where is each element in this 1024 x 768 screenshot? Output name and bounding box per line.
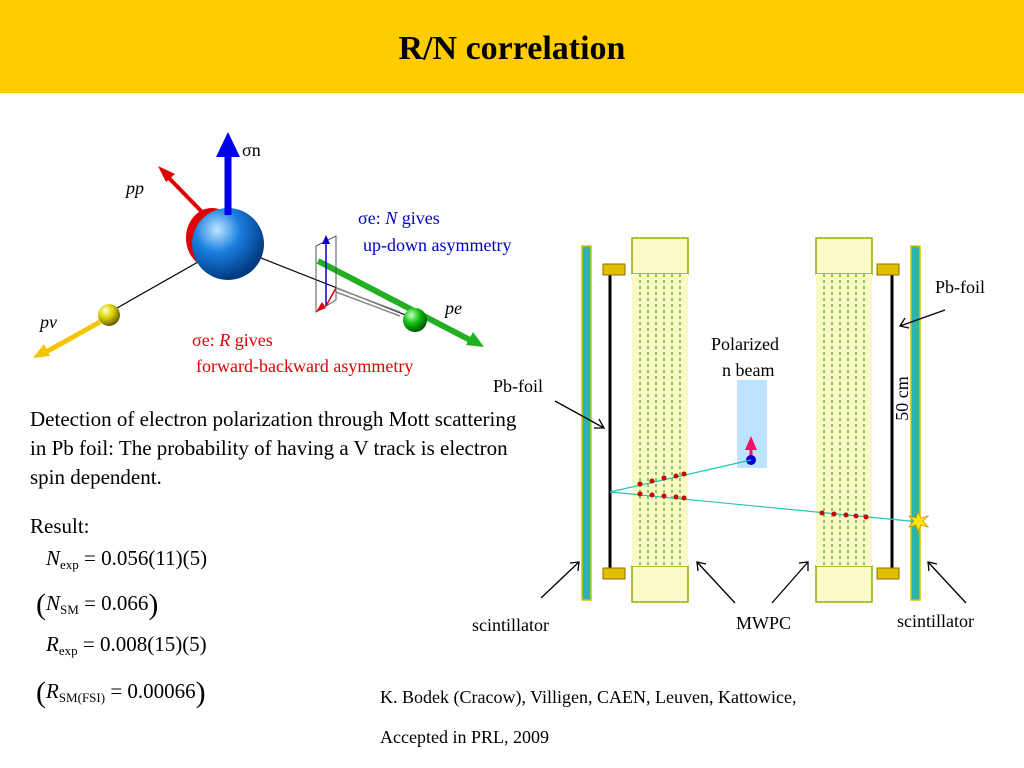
forward-backward-asymmetry-label: forward-backward asymmetry bbox=[196, 356, 414, 376]
proton-arrow bbox=[158, 166, 207, 217]
pb-foil-left bbox=[602, 263, 626, 580]
pointer-arrows bbox=[540, 309, 967, 604]
beam-label-line2: n beam bbox=[722, 360, 775, 380]
electron-arrow bbox=[316, 258, 484, 347]
neutrino-arrow bbox=[33, 319, 102, 358]
reference-line1: K. Bodek (Cracow), Villigen, CAEN, Leuve… bbox=[380, 687, 797, 707]
reference-line2: Accepted in PRL, 2009 bbox=[380, 727, 549, 747]
up-down-asymmetry-label: up-down asymmetry bbox=[363, 235, 512, 255]
description-text: Detection of electron polarization throu… bbox=[30, 407, 517, 489]
equation-r-sm: (RSM(FSI) = 0.00066) bbox=[36, 676, 206, 709]
p-e-label: pe bbox=[445, 298, 462, 318]
mwpc-right bbox=[815, 237, 873, 603]
mwpc-label: MWPC bbox=[736, 613, 792, 633]
dimension-label: 50 cm bbox=[891, 376, 912, 421]
equation-n-exp: Nexp = 0.056(11)(5) bbox=[46, 546, 208, 572]
scintillator-right-label: scintillator bbox=[897, 611, 974, 631]
scintillator-left-label: scintillator bbox=[472, 615, 549, 635]
pb-foil-left-label: Pb-foil bbox=[493, 376, 544, 396]
sigma-e-n-label: σe: N gives bbox=[358, 208, 440, 228]
scintillator-left bbox=[581, 245, 592, 601]
pb-foil-right-label: Pb-foil bbox=[935, 277, 986, 297]
sigma-n-label: σn bbox=[242, 140, 261, 160]
sigma-n-arrow bbox=[216, 132, 240, 215]
neutrino-sphere bbox=[98, 304, 120, 326]
slide-title: R/N correlation bbox=[398, 30, 626, 67]
title-bar bbox=[0, 0, 1024, 93]
neutron-beam bbox=[737, 380, 767, 468]
hit-dots bbox=[637, 471, 869, 520]
polarization-plane bbox=[315, 235, 401, 317]
neutron-sphere bbox=[192, 208, 264, 280]
p-nu-label: pν bbox=[40, 312, 57, 332]
p-p-label: pp bbox=[126, 178, 144, 198]
equation-r-exp: Rexp = 0.008(15)(5) bbox=[46, 632, 207, 658]
equation-n-sm: (NSM = 0.066) bbox=[36, 588, 159, 621]
beam-label-line1: Polarized bbox=[711, 334, 779, 354]
scintillator-right bbox=[910, 245, 921, 601]
sigma-e-r-label: σe: R gives bbox=[192, 330, 273, 350]
electron-sphere bbox=[403, 308, 427, 332]
pb-foil-right bbox=[876, 263, 900, 580]
result-label: Result: bbox=[30, 514, 90, 538]
mwpc-left bbox=[631, 237, 689, 603]
hit-flash bbox=[907, 510, 930, 534]
